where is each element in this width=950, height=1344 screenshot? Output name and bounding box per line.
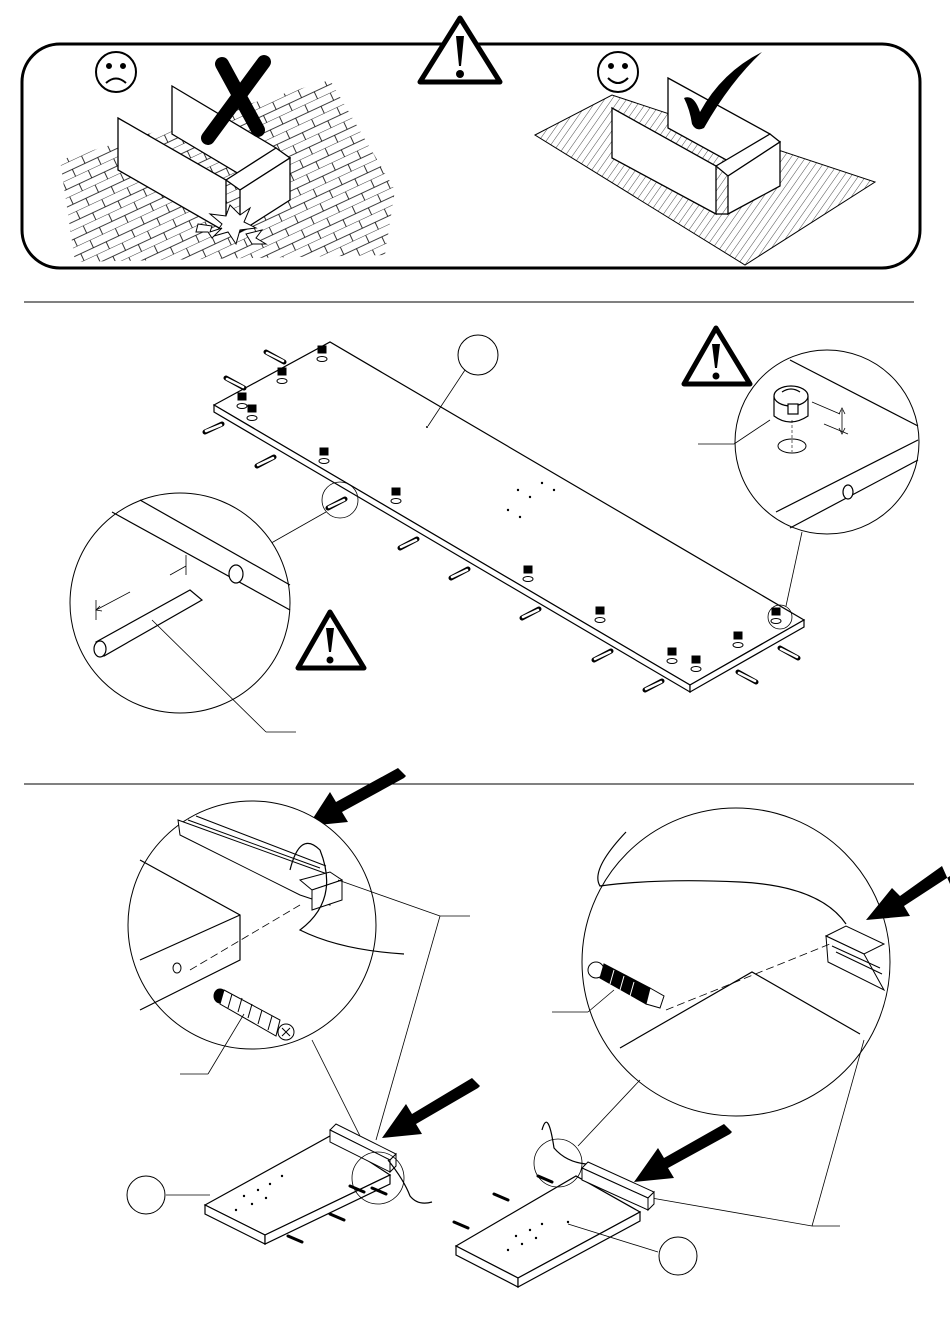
cam-bolt-profile-step	[127, 768, 950, 1287]
panel-dowel-step	[70, 328, 919, 732]
arrow-icon	[634, 1124, 732, 1182]
cam-lock-fitting	[774, 386, 808, 422]
arrow-icon	[866, 866, 950, 920]
warning-triangle-icon	[684, 328, 750, 384]
part-label-circle	[127, 1176, 210, 1214]
arrow-icon	[382, 1078, 480, 1138]
floor-protection-panel	[22, 18, 920, 268]
left-small-panel	[205, 1124, 432, 1244]
dowel-detail-magnifier	[70, 482, 358, 732]
right-small-panel	[454, 1122, 654, 1287]
magnifier-leader	[640, 1196, 812, 1226]
left-profile-detail-magnifier	[128, 801, 470, 1140]
panel-board	[214, 342, 804, 692]
magnifier-leader	[578, 1080, 640, 1146]
arrow-icon	[308, 768, 406, 826]
right-profile-detail-magnifier	[552, 808, 890, 1116]
warning-triangle-icon	[298, 612, 364, 668]
